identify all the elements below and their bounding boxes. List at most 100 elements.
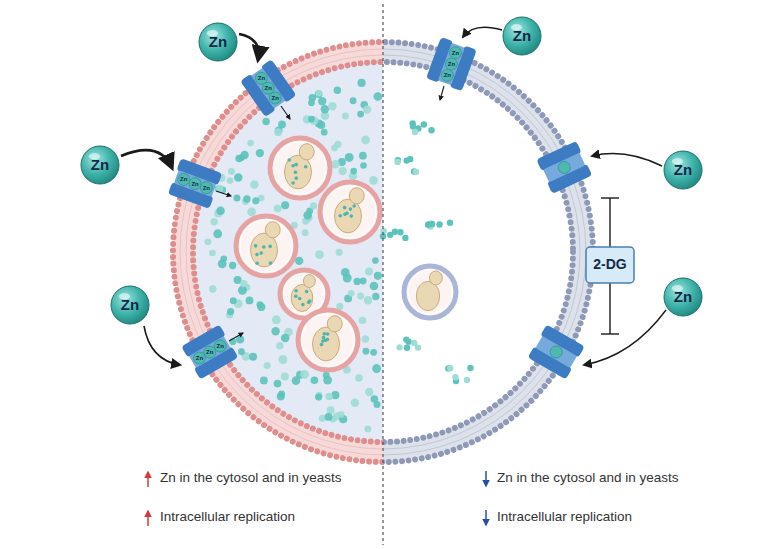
zinc-dot bbox=[316, 90, 323, 97]
zinc-dot bbox=[374, 272, 382, 280]
zinc-transporter bbox=[536, 141, 592, 194]
zinc-dot bbox=[341, 268, 350, 277]
zinc-dot bbox=[372, 364, 381, 373]
zinc-dot bbox=[360, 162, 367, 169]
zinc-dot bbox=[364, 425, 371, 432]
zinc-dot bbox=[271, 327, 279, 335]
zinc-dot bbox=[447, 365, 453, 371]
zinc-dot bbox=[227, 308, 234, 315]
inhibitor-label: 2-DG bbox=[593, 257, 626, 272]
ion-symbol: Zn bbox=[452, 50, 459, 56]
zinc-dot bbox=[361, 136, 370, 145]
zinc-dot bbox=[370, 282, 379, 291]
zinc-dot bbox=[319, 415, 326, 422]
zinc-dot bbox=[310, 202, 317, 209]
zinc-dot bbox=[467, 365, 473, 371]
zinc-dot bbox=[452, 374, 458, 380]
zinc-dot bbox=[358, 79, 366, 87]
zinc-dot bbox=[413, 169, 419, 175]
zinc-dot bbox=[357, 292, 364, 299]
zinc-dot bbox=[230, 297, 237, 304]
zinc-dot bbox=[370, 349, 377, 356]
ion-symbol: Zn bbox=[448, 61, 455, 67]
zinc-ion: Zn bbox=[110, 285, 150, 325]
ion-symbol: Zn bbox=[209, 34, 227, 51]
zinc-dot bbox=[295, 257, 303, 265]
zinc-dot bbox=[339, 167, 347, 175]
ion-symbol: Zn bbox=[217, 343, 224, 349]
zinc-dot bbox=[397, 229, 403, 235]
phagosomes bbox=[236, 138, 456, 370]
zinc-dot bbox=[350, 168, 357, 175]
zinc-dot bbox=[345, 153, 354, 162]
ion-symbol: Zn bbox=[196, 355, 203, 361]
zinc-dot bbox=[355, 374, 363, 382]
zinc-dot bbox=[421, 121, 427, 127]
zinc-dot bbox=[252, 197, 259, 204]
divider-line bbox=[382, 4, 383, 545]
membrane-left bbox=[173, 42, 383, 462]
zinc-dot bbox=[311, 376, 319, 384]
ion-symbol: Zn bbox=[444, 72, 451, 78]
zinc-dot bbox=[353, 278, 360, 285]
uptake-arrows bbox=[121, 27, 666, 365]
ion-symbol: Zn bbox=[206, 349, 213, 355]
zinc-dot bbox=[411, 340, 417, 346]
zinc-dot bbox=[262, 118, 269, 125]
zinc-dot bbox=[257, 303, 265, 311]
zinc-dot bbox=[321, 129, 328, 136]
ion-symbol: Zn bbox=[121, 297, 139, 314]
inhibitor-box: 2-DG bbox=[585, 246, 635, 284]
zinc-transporter bbox=[240, 59, 296, 117]
zinc-dot bbox=[238, 348, 245, 355]
trend-arrows bbox=[148, 471, 486, 526]
zinc-dot bbox=[436, 221, 442, 227]
ion-symbol: Zn bbox=[203, 185, 210, 191]
zinc-dot bbox=[315, 250, 324, 259]
zinc-dot bbox=[308, 99, 315, 106]
zinc-dot bbox=[209, 285, 216, 292]
zinc-dot bbox=[331, 144, 338, 151]
zinc-dot bbox=[359, 317, 366, 324]
zinc-dot bbox=[250, 180, 259, 189]
ion-symbol: Zn bbox=[513, 28, 531, 45]
zinc-dot bbox=[328, 102, 336, 110]
ion-symbol: Zn bbox=[271, 95, 278, 101]
zinc-dot bbox=[447, 220, 453, 226]
result-note: Intracellular replication bbox=[497, 510, 632, 524]
zinc-dot bbox=[318, 97, 326, 105]
zinc-dot bbox=[387, 232, 393, 238]
zinc-ion: Zn bbox=[663, 277, 703, 317]
zinc-dot bbox=[238, 286, 247, 295]
zinc-dot bbox=[371, 395, 379, 403]
zinc-dot bbox=[394, 159, 400, 165]
zinc-dot bbox=[363, 105, 371, 113]
zinc-dot bbox=[403, 157, 409, 163]
zinc-dot bbox=[403, 336, 409, 342]
zinc-dot bbox=[315, 394, 322, 401]
zinc-dot bbox=[348, 290, 355, 297]
zinc-dot bbox=[374, 92, 383, 101]
zinc-dot bbox=[256, 149, 264, 157]
ion-symbol: Zn bbox=[91, 157, 109, 174]
zinc-ion: Zn bbox=[663, 150, 703, 190]
zinc-dot bbox=[364, 296, 372, 304]
result-note: Zn in the cytosol and in yeasts bbox=[497, 471, 679, 485]
ion-symbol: Zn bbox=[180, 176, 187, 182]
zinc-dot bbox=[342, 113, 349, 120]
zinc-transporter bbox=[528, 325, 585, 380]
zinc-dot bbox=[247, 207, 256, 216]
ion-symbol: Zn bbox=[191, 181, 198, 187]
zinc-dot bbox=[357, 111, 364, 118]
zinc-dot bbox=[338, 411, 345, 418]
zinc-dot bbox=[429, 221, 435, 227]
zinc-dot bbox=[246, 296, 254, 304]
zinc-dot bbox=[229, 262, 236, 269]
zinc-dot bbox=[365, 388, 373, 396]
zinc-ion: Zn bbox=[80, 145, 120, 185]
zinc-dot bbox=[218, 259, 227, 268]
zinc-dot bbox=[372, 293, 379, 300]
zinc-dot bbox=[362, 335, 370, 343]
zinc-dot bbox=[281, 201, 289, 209]
ion-symbol: Zn bbox=[674, 162, 692, 179]
